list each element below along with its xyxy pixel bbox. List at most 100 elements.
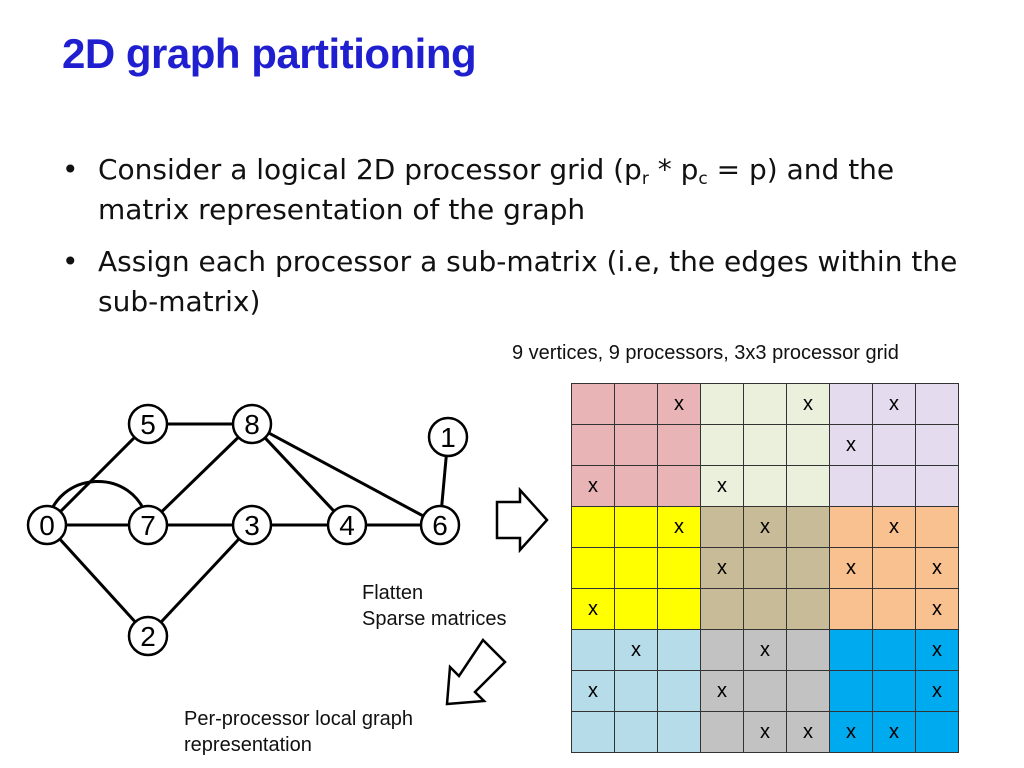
- graph-node-0: 0: [26, 504, 68, 546]
- graph-edge-8-6: [251, 422, 441, 527]
- matrix-cell: [614, 588, 658, 630]
- graph-node-7: 7: [127, 504, 169, 546]
- flatten-caption-line-1: Flatten: [362, 582, 424, 604]
- graph-node-label: 4: [339, 510, 355, 541]
- local-graph-caption: Per-processor local graph representation: [184, 706, 413, 758]
- matrix-cell: [829, 588, 873, 630]
- matrix-cell: [700, 588, 744, 630]
- matrix-cell: [872, 588, 916, 630]
- matrix-cell: [743, 670, 787, 712]
- matrix-cell: [786, 670, 830, 712]
- matrix-cell: [657, 670, 701, 712]
- graph-node-label: 7: [140, 510, 156, 541]
- matrix-cell: [786, 506, 830, 548]
- graph-edge-8-7: [146, 422, 254, 527]
- matrix-cell: [614, 383, 658, 425]
- matrix-cell: [700, 383, 744, 425]
- graph-node-circle: [127, 504, 169, 546]
- matrix-cell: [829, 629, 873, 671]
- matrix-cell: [829, 506, 873, 548]
- graph-edge-3-2: [146, 523, 254, 638]
- graph-node-3: 3: [231, 504, 273, 546]
- graph-node-label: 0: [39, 510, 55, 541]
- matrix-cell: [571, 424, 615, 466]
- matrix-cell: x: [700, 465, 744, 507]
- graph-node-circle: [419, 504, 461, 546]
- matrix-cell: [829, 383, 873, 425]
- matrix-cell: x: [657, 383, 701, 425]
- bullet-item-sub-matrix: Assign each processor a sub-matrix (i.e,…: [62, 242, 962, 322]
- matrix-cell: [786, 629, 830, 671]
- graph-node-label: 1: [440, 422, 456, 453]
- down-left-arrow-icon: [445, 638, 507, 706]
- graph-node-label: 2: [140, 621, 156, 652]
- matrix-cell: [872, 424, 916, 466]
- matrix-cell: [614, 506, 658, 548]
- graph-node-label: 3: [244, 510, 260, 541]
- matrix-cell: [571, 711, 615, 753]
- matrix-cell: [743, 424, 787, 466]
- slide-title: 2D graph partitioning: [62, 30, 477, 77]
- matrix-cell: [700, 711, 744, 753]
- matrix-cell: [614, 670, 658, 712]
- subscript-c: c: [698, 169, 708, 189]
- matrix-cell: x: [657, 506, 701, 548]
- matrix-cell: [872, 670, 916, 712]
- local-caption-line-2: representation: [184, 734, 312, 756]
- matrix-cell: x: [743, 711, 787, 753]
- matrix-cell: x: [915, 670, 959, 712]
- matrix-cell: [614, 424, 658, 466]
- graph-node-label: 5: [140, 409, 156, 440]
- graph-node-6: 6: [419, 504, 461, 546]
- matrix-cell: x: [872, 383, 916, 425]
- subscript-r: r: [641, 169, 649, 189]
- matrix-cell: [614, 547, 658, 589]
- bullet-text: Assign each processor a sub-matrix (i.e,…: [98, 245, 958, 318]
- matrix-cell: [700, 424, 744, 466]
- matrix-cell: [571, 547, 615, 589]
- matrix-row: x: [571, 424, 959, 466]
- matrix-cell: x: [743, 629, 787, 671]
- matrix-cell: [657, 465, 701, 507]
- matrix-cell: x: [700, 547, 744, 589]
- graph-node-circle: [231, 403, 273, 445]
- matrix-cell: [571, 506, 615, 548]
- matrix-cell: [614, 711, 658, 753]
- bullet-text: * p: [648, 153, 699, 186]
- matrix-cell: [915, 506, 959, 548]
- graph-node-8: 8: [231, 403, 273, 445]
- graph-node-5: 5: [127, 403, 169, 445]
- matrix-cell: x: [915, 588, 959, 630]
- graph-node-4: 4: [326, 504, 368, 546]
- flatten-caption-line-2: Sparse matrices: [362, 608, 507, 630]
- matrix-cell: x: [571, 465, 615, 507]
- matrix-cell: [700, 506, 744, 548]
- matrix-cell: [786, 465, 830, 507]
- matrix-cell: [915, 465, 959, 507]
- matrix-cell: [786, 588, 830, 630]
- matrix-cell: x: [915, 629, 959, 671]
- matrix-cell: [872, 465, 916, 507]
- matrix-cell: [571, 629, 615, 671]
- matrix-cell: [657, 547, 701, 589]
- matrix-cell: [743, 383, 787, 425]
- matrix-cell: x: [614, 629, 658, 671]
- graph-node-circle: [326, 504, 368, 546]
- graph-node-circle: [231, 504, 273, 546]
- matrix-cell: x: [571, 588, 615, 630]
- matrix-cell: [657, 588, 701, 630]
- matrix-cell: [786, 547, 830, 589]
- grid-caption: 9 vertices, 9 processors, 3x3 processor …: [512, 342, 899, 364]
- bullet-list: Consider a logical 2D processor grid (pr…: [62, 150, 962, 334]
- matrix-cell: x: [829, 424, 873, 466]
- matrix-cell: [872, 547, 916, 589]
